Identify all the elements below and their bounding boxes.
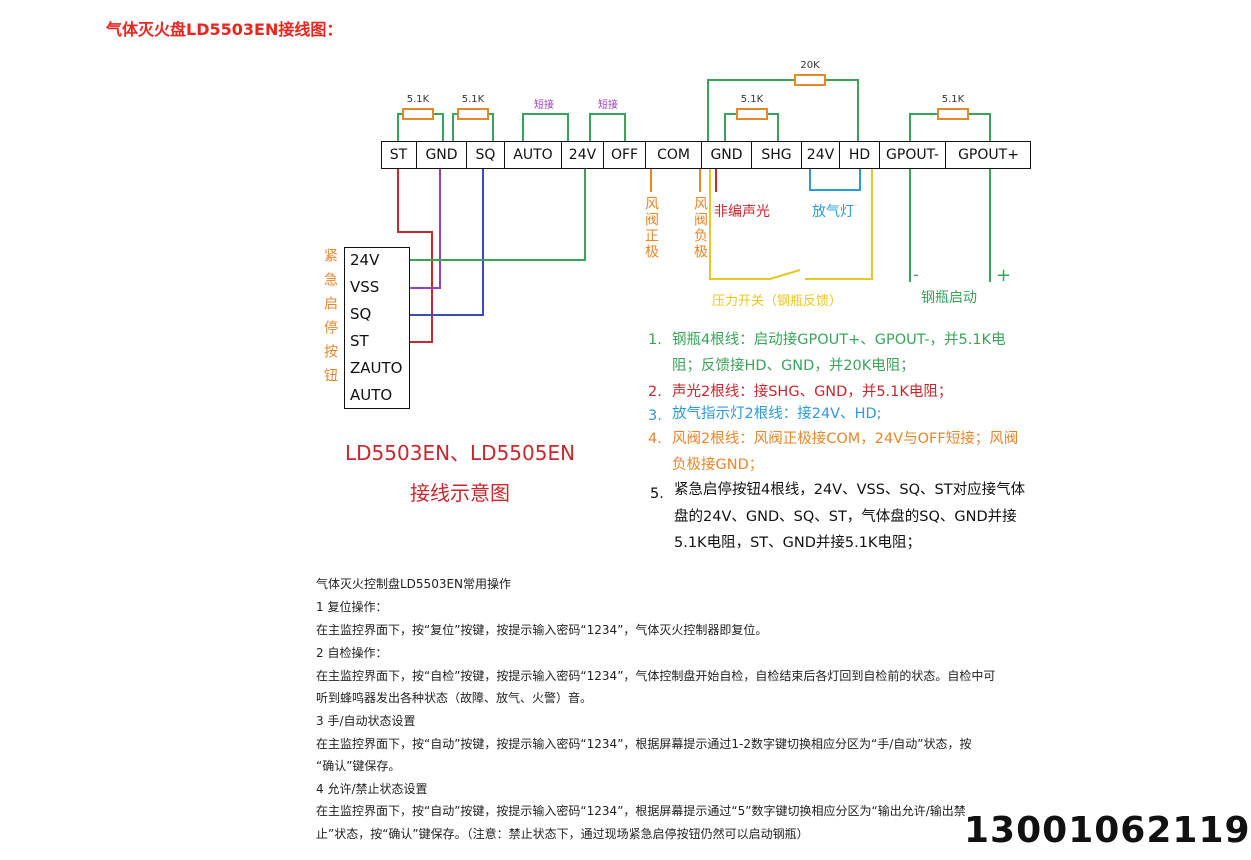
terminal-off: OFF [604,142,646,168]
label-bottle-start: 钢瓶启动 [921,290,977,306]
switch-row-zauto: ZAUTO [350,359,403,377]
resistor-5 [794,74,826,86]
pressure-switch [709,169,873,280]
note-1-line1: 钢瓶4根线：启动接GPOUT+、GPOUT-，并5.1K电 [672,332,1006,348]
green-wire-24v [410,169,586,261]
note-1-line2: 阻；反馈接HD、GND，并20K电阻； [672,358,915,374]
switch-row-st: ST [350,332,369,350]
resistor-1 [402,108,434,120]
note-2-line1: 声光2根线：接SHG、GND，并5.1K电阻； [672,384,953,400]
note-3-number: 3. [648,408,662,424]
resistor-3-label: 5.1K [740,94,764,105]
terminal-24v-2: 24V [802,142,840,168]
note-5-number: 5. [650,486,664,502]
ops-s1-body: 在主监控界面下，按“复位”按键，按提示输入密码“1234”，气体灭火控制器即复位… [316,623,768,637]
gas-lamp-wires [809,169,861,191]
label-plus: + [996,265,1012,286]
note-4-number: 4. [648,431,662,447]
terminal-gnd-1: GND [417,142,467,168]
label-sound-light: 非编声光 [714,204,770,220]
resistor-2-label: 5.1K [461,94,485,105]
terminal-shg: SHG [752,142,802,168]
ops-s1-title: 1 复位操作： [316,600,388,614]
note-4-line2: 负极接GND； [672,457,764,473]
switch-row-auto: AUTO [350,386,393,404]
ops-s4-body1: 在主监控界面下，按“自动”按键，按提示输入密码“1234”，根据屏幕提示通过“5… [316,804,966,818]
switch-row-sq: SQ [350,305,372,323]
ops-s2-body1: 在主监控界面下，按“自检”按键，按提示输入密码“1234”，气体控制盘开始自检，… [316,669,996,683]
terminal-24v-1: 24V [562,142,604,168]
note-5-line3: 5.1K电阻，ST、GND并接5.1K电阻； [674,535,921,551]
terminal-block [381,141,1031,169]
switch-side-label: 紧急启停按钮 [322,248,338,392]
note-4-line1: 风阀2根线：风阀正极接COM，24V与OFF短接；风阀 [672,431,1019,447]
ops-s4-body2: 止”状态，按“确认”键保存。（注意：禁止状态下，通过现场紧急启停按钮仍然可以启动… [316,827,809,841]
switch-row-24v: 24V [350,251,380,269]
emergency-switch-box [344,247,410,409]
note-1-number: 1. [648,332,662,348]
terminal-gnd-2: GND [702,142,752,168]
red-wires [397,169,717,343]
resistor-1-label: 5.1K [406,94,430,105]
ops-title: 气体灭火控制盘LD5503EN常用操作 [316,577,512,591]
resistor-4 [937,108,969,120]
terminal-gpout-plus: GPOUT+ [958,147,1019,163]
note-5-line2: 盘的24V、GND、SQ、ST，气体盘的SQ、GND并接 [674,509,1017,525]
ops-s4-title: 4 允许/禁止状态设置 [316,782,428,796]
switch-row-vss: VSS [350,278,380,296]
fan-wires [650,169,701,192]
top-links [397,79,991,141]
terminal-com: COM [646,142,702,168]
diagram-title-line2: 接线示意图 [410,481,510,505]
blue-wire [410,169,484,316]
terminal-sq: SQ [467,142,505,168]
label-fan-positive: 风阀正极 [643,196,659,260]
resistor-3 [736,108,768,120]
resistor-bodies [402,74,969,120]
terminal-st: ST [381,142,417,168]
terminal-auto: AUTO [505,142,562,168]
resistor-5-label: 20K [800,60,820,71]
label-minus: - [913,265,919,284]
ops-s3-body2: “确认”键保存。 [316,759,401,773]
resistor-4-label: 5.1K [941,94,965,105]
label-pressure-switch: 压力开关（钢瓶反馈） [712,294,843,309]
diagram-title-line1: LD5503EN、LD5505EN [345,441,576,465]
ops-s2-title: 2 自检操作： [316,646,388,660]
bottle-wires [909,169,991,282]
ops-s3-title: 3 手/自动状态设置 [316,714,416,728]
short-label-1: 短接 [534,100,554,111]
note-5-line1: 紧急启停按钮4根线，24V、VSS、SQ、ST对应接气体 [674,482,1026,498]
page-heading: 气体灭火盘LD5503EN接线图： [106,20,343,39]
terminal-gpout-minus: GPOUT- [880,142,946,168]
ops-s3-body1: 在主监控界面下，按“自动”按键，按提示输入密码“1234”，根据屏幕提示通过1-… [316,737,972,751]
label-gas-lamp: 放气灯 [812,204,854,220]
short-label-2: 短接 [598,100,618,111]
note-3-line1: 放气指示灯2根线：接24V、HD; [672,406,882,422]
purple-wire [410,169,441,289]
label-fan-negative: 风阀负极 [692,196,708,260]
note-2-number: 2. [648,384,662,400]
resistor-2 [457,108,489,120]
ops-s2-body2: 听到蜂鸣器发出各种状态（故障、放气、火警）音。 [316,691,593,705]
terminal-hd: HD [840,142,880,168]
phone-number: 13001062119 [964,810,1251,851]
